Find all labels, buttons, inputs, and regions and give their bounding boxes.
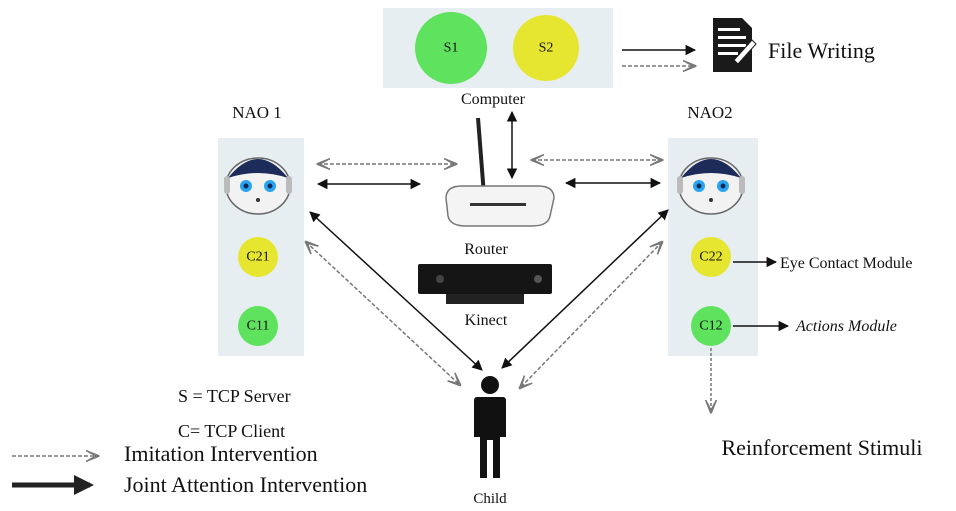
computer-label: Computer <box>461 91 526 108</box>
nao2-label: NAO2 <box>687 103 732 122</box>
legend-imitation: Imitation Intervention <box>124 441 318 466</box>
nao1-label: NAO 1 <box>232 103 282 122</box>
client-c12-node <box>691 306 731 346</box>
document-icon <box>713 18 757 72</box>
client-c22-node <box>691 237 731 277</box>
eye-contact-module-label: Eye Contact Module <box>780 255 912 272</box>
client-c11-label: C11 <box>247 319 270 334</box>
legend-server: S = TCP Server <box>178 386 291 406</box>
router-label: Router <box>464 241 508 258</box>
nao2-child-dashed-arrow <box>520 242 662 388</box>
child-label: Child <box>473 491 507 507</box>
client-c21-label: C21 <box>246 250 269 265</box>
client-c21-node <box>238 237 278 277</box>
server-s1-node <box>415 12 487 84</box>
wifi-router-icon <box>445 117 555 227</box>
client-c11-node <box>238 306 278 346</box>
reinforcement-stimuli-label: Reinforcement Stimuli <box>721 435 922 460</box>
actions-module-label: Actions Module <box>795 318 897 335</box>
nao1-child-dashed-arrow <box>306 242 460 385</box>
client-c12-label: C12 <box>699 319 722 334</box>
server-s1-label: S1 <box>444 41 459 56</box>
legend-client: C= TCP Client <box>178 421 285 441</box>
server-s2-node <box>513 15 579 81</box>
person-icon <box>474 376 506 478</box>
file-writing-label: File Writing <box>768 38 875 63</box>
nao1-robot-icon <box>224 157 292 215</box>
server-s2-label: S2 <box>539 41 554 56</box>
legend-joint-attention: Joint Attention Intervention <box>124 472 367 497</box>
kinect-sensor-icon <box>418 264 552 304</box>
client-c22-label: C22 <box>699 250 722 265</box>
kinect-label: Kinect <box>465 312 508 329</box>
nao2-robot-icon <box>677 157 745 215</box>
